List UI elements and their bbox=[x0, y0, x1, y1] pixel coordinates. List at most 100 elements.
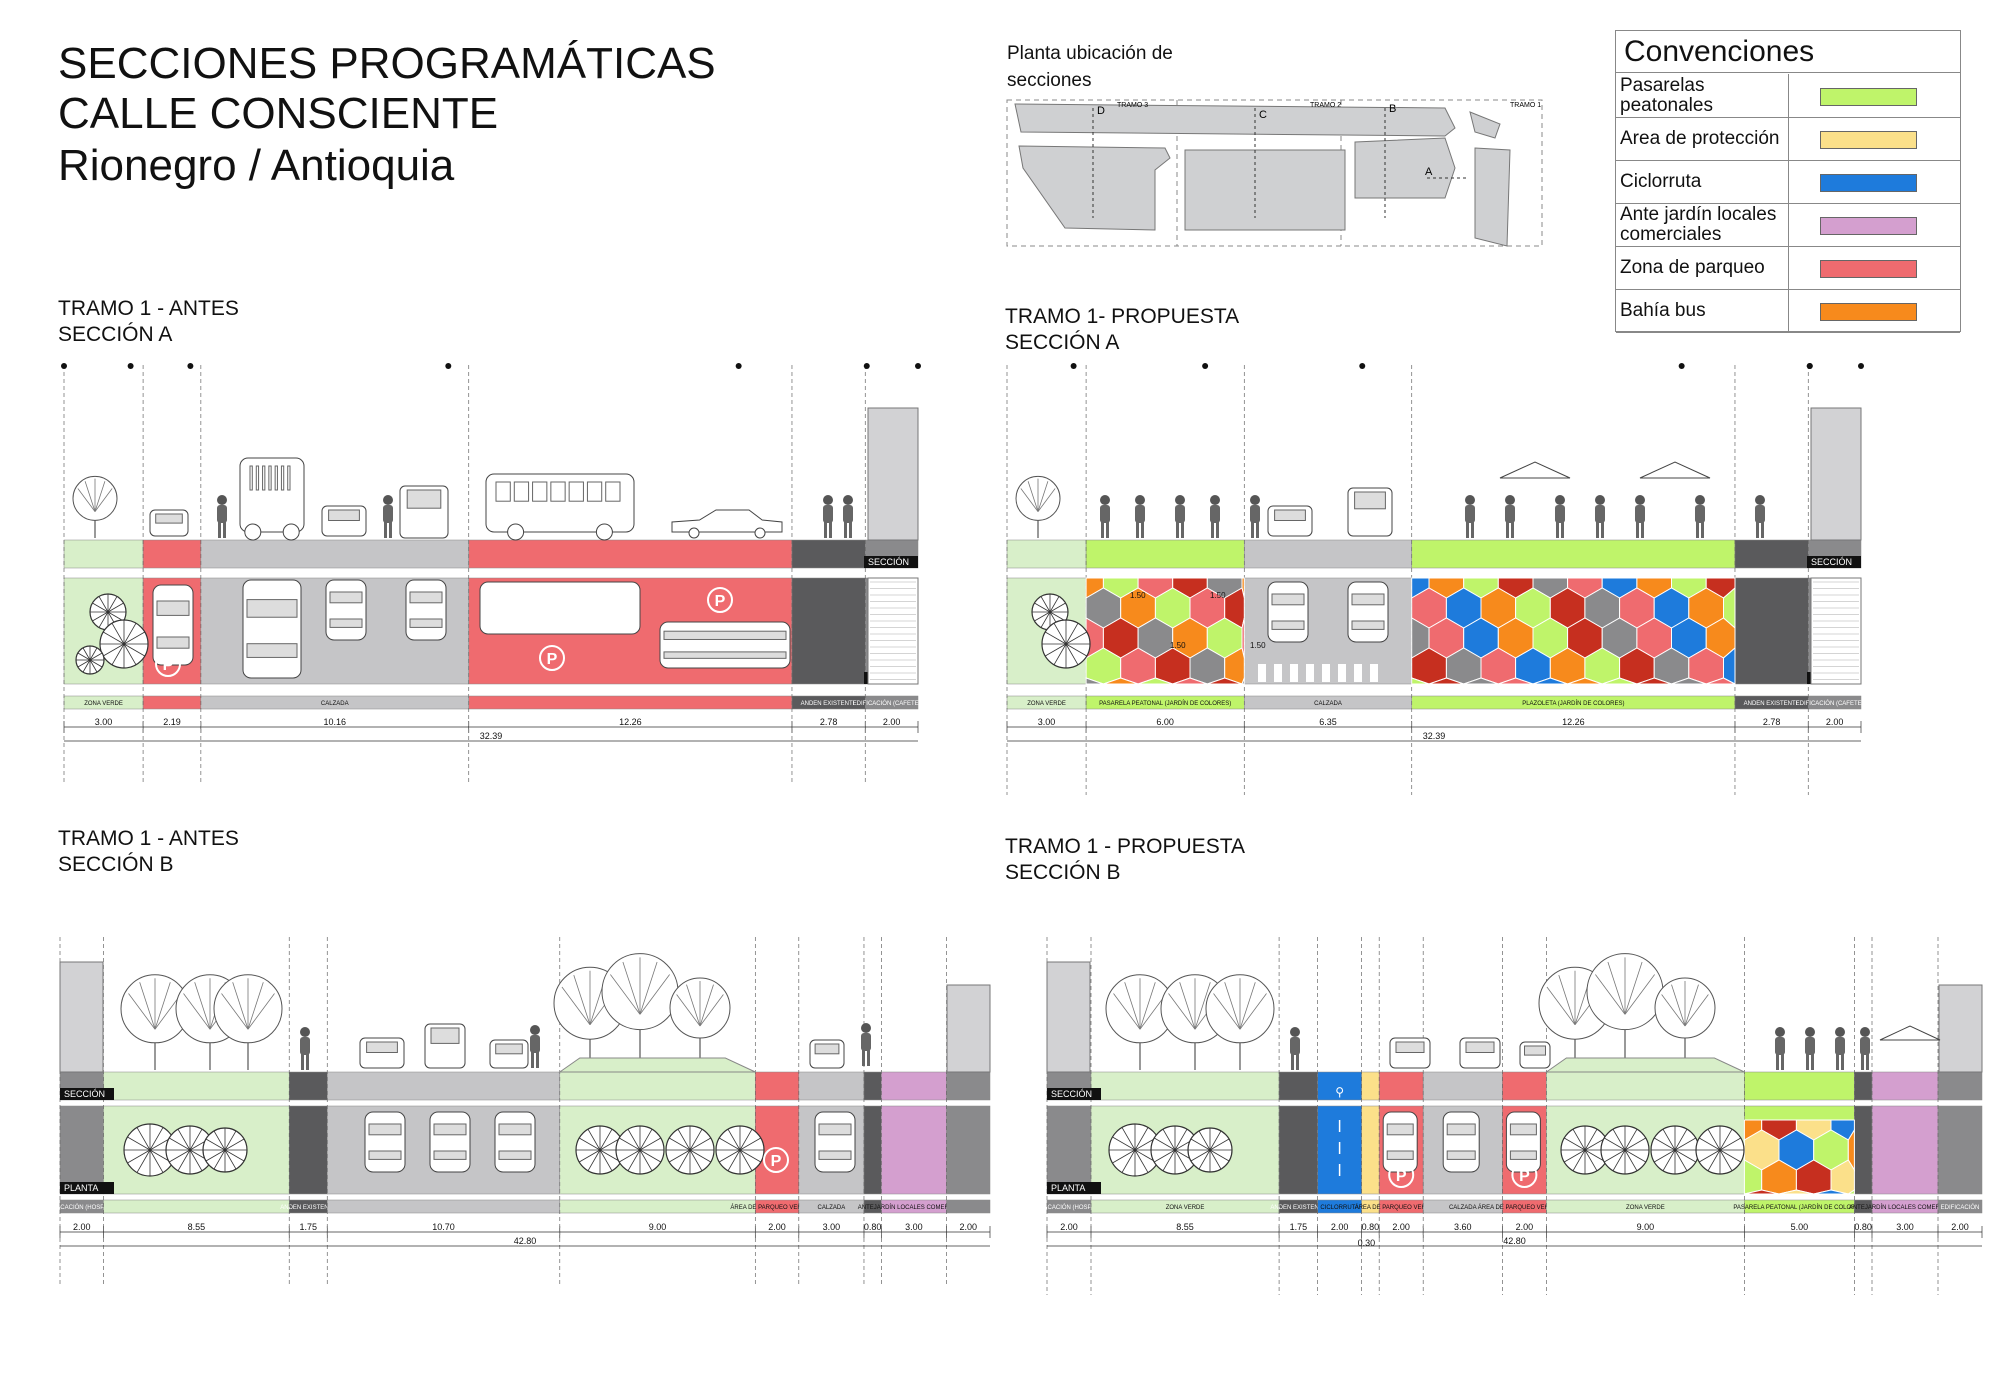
person-icon bbox=[217, 495, 227, 538]
section-band bbox=[142, 539, 202, 569]
svg-text:P: P bbox=[1396, 1168, 1407, 1185]
dimension-value: 3.00 bbox=[823, 1222, 841, 1232]
section-band bbox=[468, 539, 793, 569]
dimension-value: 3.60 bbox=[1454, 1222, 1472, 1232]
strip-label: ANTEJARDÍN LOCALES COMERCIALES bbox=[1849, 1204, 1961, 1211]
legend-label: Pasarelas peatonales bbox=[1620, 74, 1789, 117]
title-line-2: CALLE CONSCIENTE bbox=[58, 89, 499, 138]
person-icon bbox=[843, 495, 853, 538]
svg-text:P: P bbox=[1519, 1168, 1530, 1185]
svg-text:P: P bbox=[547, 651, 558, 668]
dimension-value: 8.55 bbox=[1176, 1222, 1194, 1232]
jeep-icon bbox=[399, 485, 449, 539]
parking-icon: P bbox=[155, 651, 181, 677]
tree-plan-icon bbox=[1560, 1125, 1610, 1175]
strip-label: CALZADA bbox=[818, 1205, 846, 1211]
plan-tag-text: PLANTA bbox=[64, 1183, 98, 1193]
section-band bbox=[103, 1071, 290, 1101]
crosswalk-stripe bbox=[1338, 664, 1346, 682]
umbrella-icon bbox=[1879, 1025, 1941, 1041]
person-icon bbox=[1465, 495, 1475, 538]
section-band bbox=[1244, 539, 1412, 569]
location-plan-label-1: Planta ubicación de bbox=[1007, 43, 1173, 64]
legend-row: Zona de parqueo bbox=[1616, 246, 1960, 290]
section-band bbox=[1546, 1071, 1745, 1101]
car-icon bbox=[1267, 505, 1313, 537]
tile-dimension: 1.50 bbox=[1170, 641, 1186, 650]
reference-dot bbox=[1070, 363, 1077, 369]
strip-label: EDIFICACIÓN (HOSPITAL) bbox=[45, 1204, 119, 1211]
car-icon bbox=[149, 509, 189, 537]
panel-title: TRAMO 1- PROPUESTA bbox=[1005, 305, 1240, 328]
car-plan-icon bbox=[1505, 1111, 1541, 1173]
person-icon bbox=[823, 495, 833, 538]
label-strip bbox=[142, 695, 202, 710]
section-tag bbox=[864, 556, 918, 568]
title-line-1: SECCIONES PROGRAMÁTICAS bbox=[58, 39, 716, 88]
strip-label: ZONA VERDE bbox=[1027, 701, 1066, 707]
jeep-icon bbox=[424, 1023, 466, 1069]
strip-label: ANTEJARDÍN LOCALES COMERCIALES bbox=[858, 1204, 970, 1211]
strip-label: ANDEN EXISTENTE bbox=[280, 1205, 336, 1211]
panel-subtitle: SECCIÓN A bbox=[1005, 331, 1120, 354]
dimension-value: 2.78 bbox=[820, 717, 838, 727]
section-band bbox=[1422, 1071, 1503, 1101]
section-tag-text: SECCIÓN bbox=[64, 1089, 105, 1099]
panel-subtitle: SECCIÓN B bbox=[1005, 861, 1121, 884]
reference-dot bbox=[1359, 363, 1366, 369]
panel-title: TRAMO 1 - PROPUESTA bbox=[1005, 835, 1245, 858]
legend-swatch bbox=[1820, 174, 1917, 192]
strip-label: PLAZOLETA (JARDÍN DE COLORES) bbox=[1522, 700, 1624, 707]
person-icon bbox=[1775, 1027, 1785, 1070]
legend-swatch bbox=[1820, 88, 1917, 106]
section-band bbox=[559, 1071, 756, 1101]
car-plan-icon bbox=[494, 1111, 536, 1173]
tree-plan-icon bbox=[715, 1125, 765, 1175]
plan-band bbox=[863, 1105, 882, 1195]
section-band bbox=[1411, 539, 1736, 569]
strip-label: ÁREA DE PARQUEO VEHICULAR bbox=[1478, 1204, 1572, 1211]
plan-band bbox=[881, 1105, 947, 1195]
dimension-value: 1.75 bbox=[299, 1222, 317, 1232]
plan-band bbox=[1734, 577, 1809, 685]
dimension-value: 2.00 bbox=[1826, 717, 1844, 727]
section-tag-text: SECCIÓN bbox=[1811, 557, 1852, 567]
section-band bbox=[200, 539, 469, 569]
section-letter: D bbox=[1097, 105, 1105, 117]
car-plan-icon bbox=[429, 1111, 471, 1173]
person-icon bbox=[1135, 495, 1145, 538]
label-strip bbox=[946, 1199, 991, 1214]
crosswalk-stripe bbox=[1322, 664, 1330, 682]
person-icon bbox=[1635, 495, 1645, 538]
tree-icon bbox=[1654, 977, 1716, 1062]
panel-subtitle: SECCIÓN B bbox=[58, 853, 174, 876]
dimension-value: 2.00 bbox=[768, 1222, 786, 1232]
strip-label: EDIFICACIÓN (HOSPITAL) bbox=[1032, 1204, 1106, 1211]
section-band bbox=[1854, 1071, 1873, 1101]
plan-band bbox=[1046, 1105, 1092, 1195]
tree-plan-icon bbox=[1600, 1125, 1650, 1175]
section-band bbox=[1734, 539, 1809, 569]
reference-dot bbox=[735, 363, 742, 369]
person-icon bbox=[1595, 495, 1605, 538]
crosswalk-stripe bbox=[1290, 664, 1298, 682]
dimension-value: 0.80 bbox=[1854, 1222, 1872, 1232]
section-band bbox=[1361, 1071, 1380, 1101]
location-plan-map: TRAMO 3 TRAMO 2 TRAMO 1 D C B A bbox=[1006, 99, 1543, 247]
strip-label: PASARELA PEATONAL (JARDÍN DE COLORES) bbox=[1099, 700, 1231, 707]
location-plan-label-2: secciones bbox=[1007, 70, 1092, 91]
person-icon bbox=[1555, 495, 1565, 538]
car-plan-icon bbox=[1267, 581, 1309, 643]
bus-icon bbox=[239, 457, 305, 541]
car-plan-icon bbox=[405, 579, 447, 641]
label-strip bbox=[468, 695, 793, 710]
tree-icon bbox=[1205, 974, 1275, 1070]
person-icon bbox=[1835, 1027, 1845, 1070]
total-dimension: 32.39 bbox=[1423, 731, 1446, 741]
legend-label: Area de protección bbox=[1620, 117, 1789, 160]
hex-garden bbox=[1743, 1119, 1855, 1195]
car-plan-icon bbox=[325, 579, 367, 641]
section-tag bbox=[1047, 1088, 1101, 1100]
